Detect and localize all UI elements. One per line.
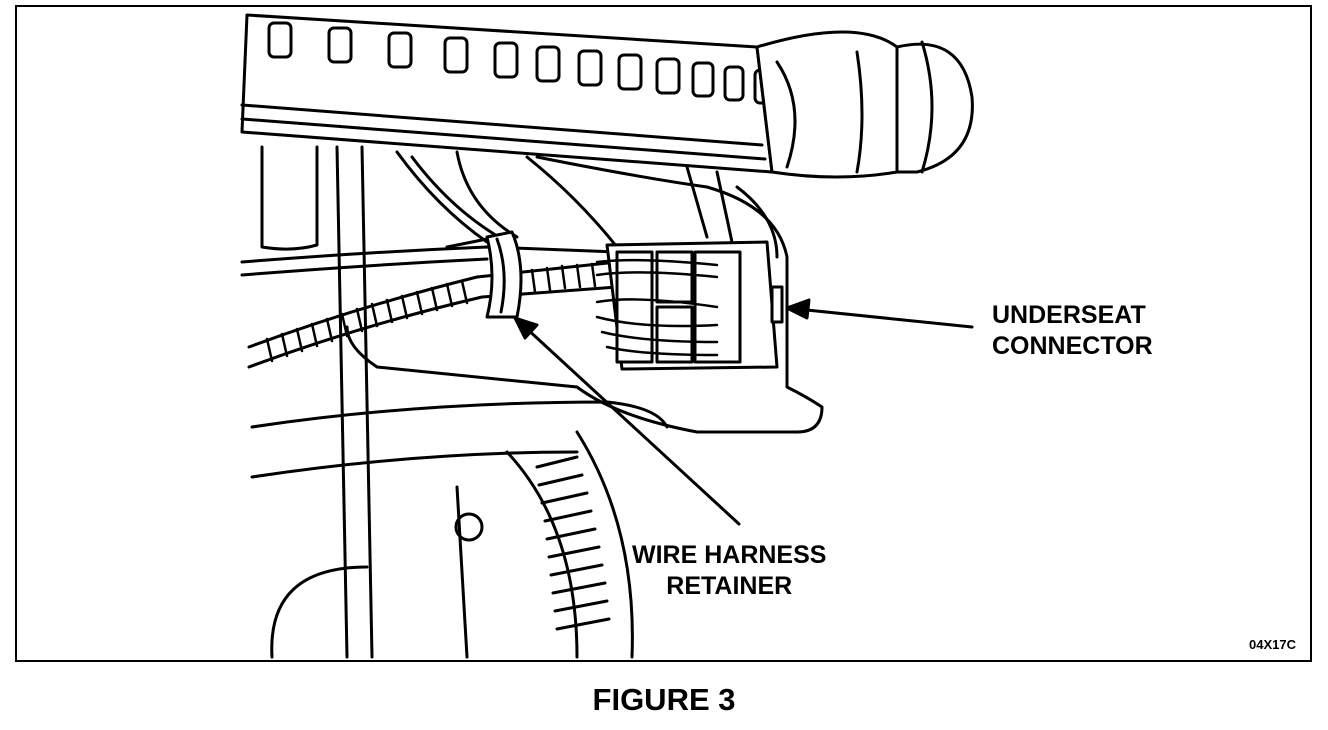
seat-cushion-end	[755, 30, 974, 179]
callout-arrows	[513, 298, 974, 526]
figure-id: 04X17C	[1249, 637, 1296, 652]
connector-bracket	[345, 155, 824, 434]
wire-harness	[240, 245, 619, 369]
wire-harness-retainer-label: WIRE HARNESS RETAINER	[632, 540, 826, 602]
underseat-arrowhead	[785, 298, 811, 320]
retainer-label-line2: RETAINER	[666, 572, 793, 600]
harness-retainer-clip	[445, 230, 523, 319]
figure-caption: FIGURE 3	[592, 682, 736, 717]
underseat-label-line2: CONNECTOR	[992, 332, 1153, 360]
seat-track	[270, 430, 634, 659]
underseat-arrow-line	[795, 307, 974, 329]
lower-crossbar	[250, 400, 669, 479]
underseat-connector-label: UNDERSEAT CONNECTOR	[992, 300, 1153, 362]
underseat-connector	[595, 240, 784, 371]
retainer-label-line1: WIRE HARNESS	[632, 541, 827, 569]
figure-frame: UNDERSEAT CONNECTOR WIRE HARNESS RETAINE…	[15, 5, 1312, 662]
underseat-label-line1: UNDERSEAT	[992, 301, 1146, 329]
retainer-arrowhead	[513, 316, 539, 340]
seat-underside-illustration	[240, 13, 974, 659]
seat-rail	[240, 13, 797, 174]
retainer-arrow-line	[523, 325, 741, 526]
